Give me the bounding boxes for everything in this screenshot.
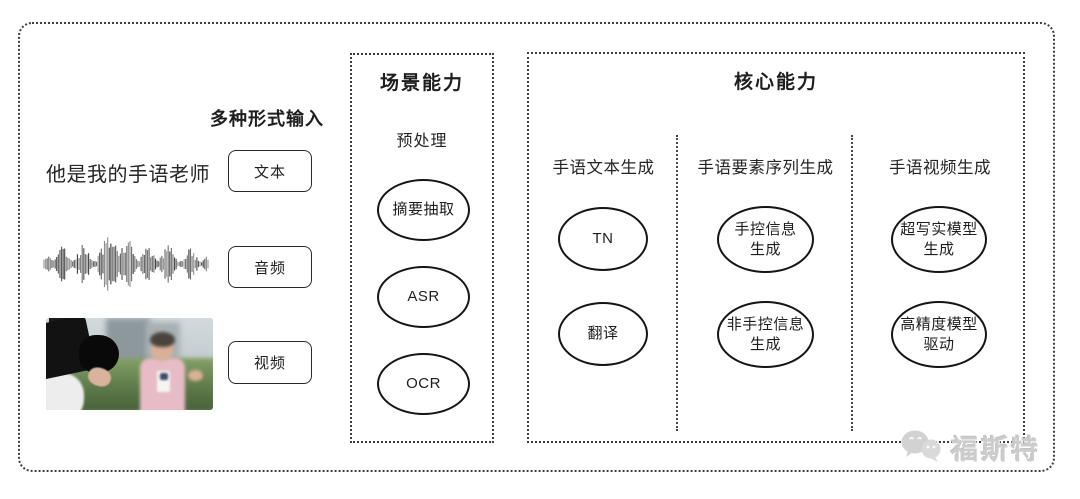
audio-waveform-icon (43, 237, 209, 291)
node-asr: ASR (377, 266, 470, 328)
column-header: 手语视频生成 (889, 159, 991, 177)
core-capability-panel: 核心能力 手语文本生成 TN 翻译 手语要素序列生成 手控信息 生成 非手控信息… (527, 52, 1025, 443)
photo-reporter-hair (149, 331, 175, 348)
sample-sentence-text: 他是我的手语老师 (46, 164, 210, 186)
column-divider (676, 135, 678, 431)
watermark-text: 福斯特 (951, 434, 1041, 465)
photo-cameraman-sleeve (46, 373, 85, 410)
preprocess-label: 预处理 (396, 133, 448, 150)
wechat-icon (901, 430, 941, 462)
column-divider (851, 135, 853, 431)
core-panel-title: 核心能力 (733, 72, 818, 93)
input-type-video-box: 视频 (228, 341, 312, 384)
node-tn: TN (558, 207, 648, 271)
column-sign-video-generation: 手语视频生成 超写实模型 生成 高精度模型 驱动 (853, 54, 1027, 441)
input-type-audio-box: 音频 (228, 246, 312, 288)
column-header: 手语要素序列生成 (697, 159, 834, 177)
node-hyperrealistic-model-generation: 超写实模型 生成 (891, 206, 987, 273)
column-sign-element-sequence-generation: 手语要素序列生成 手控信息 生成 非手控信息 生成 (678, 54, 853, 441)
node-non-manual-info-generation: 非手控信息 生成 (717, 301, 814, 368)
input-type-text-label: 文本 (253, 163, 286, 181)
node-translation: 翻译 (558, 302, 648, 366)
watermark: 福斯特 (898, 427, 1041, 467)
scene-panel-title: 场景能力 (379, 73, 464, 94)
node-summary-extraction: 摘要抽取 (377, 179, 470, 241)
node-ocr: OCR (377, 353, 470, 415)
scene-capability-panel: 场景能力 预处理 摘要抽取 ASR OCR (350, 53, 494, 443)
input-type-text-box: 文本 (228, 150, 312, 192)
video-sample-thumbnail (46, 318, 213, 410)
input-type-audio-label: 音频 (253, 259, 286, 277)
node-high-precision-model-driving: 高精度模型 驱动 (891, 301, 987, 368)
column-header: 手语文本生成 (552, 159, 655, 177)
photo-reporter-hand (187, 370, 203, 382)
input-type-video-label: 视频 (253, 355, 286, 372)
photo-microphone-logo (159, 373, 168, 380)
column-sign-text-generation: 手语文本生成 TN 翻译 (529, 54, 678, 441)
outer-dotted-border (18, 22, 1055, 472)
input-forms-label: 多种形式输入 (210, 109, 324, 129)
node-manual-info-generation: 手控信息 生成 (717, 206, 814, 273)
